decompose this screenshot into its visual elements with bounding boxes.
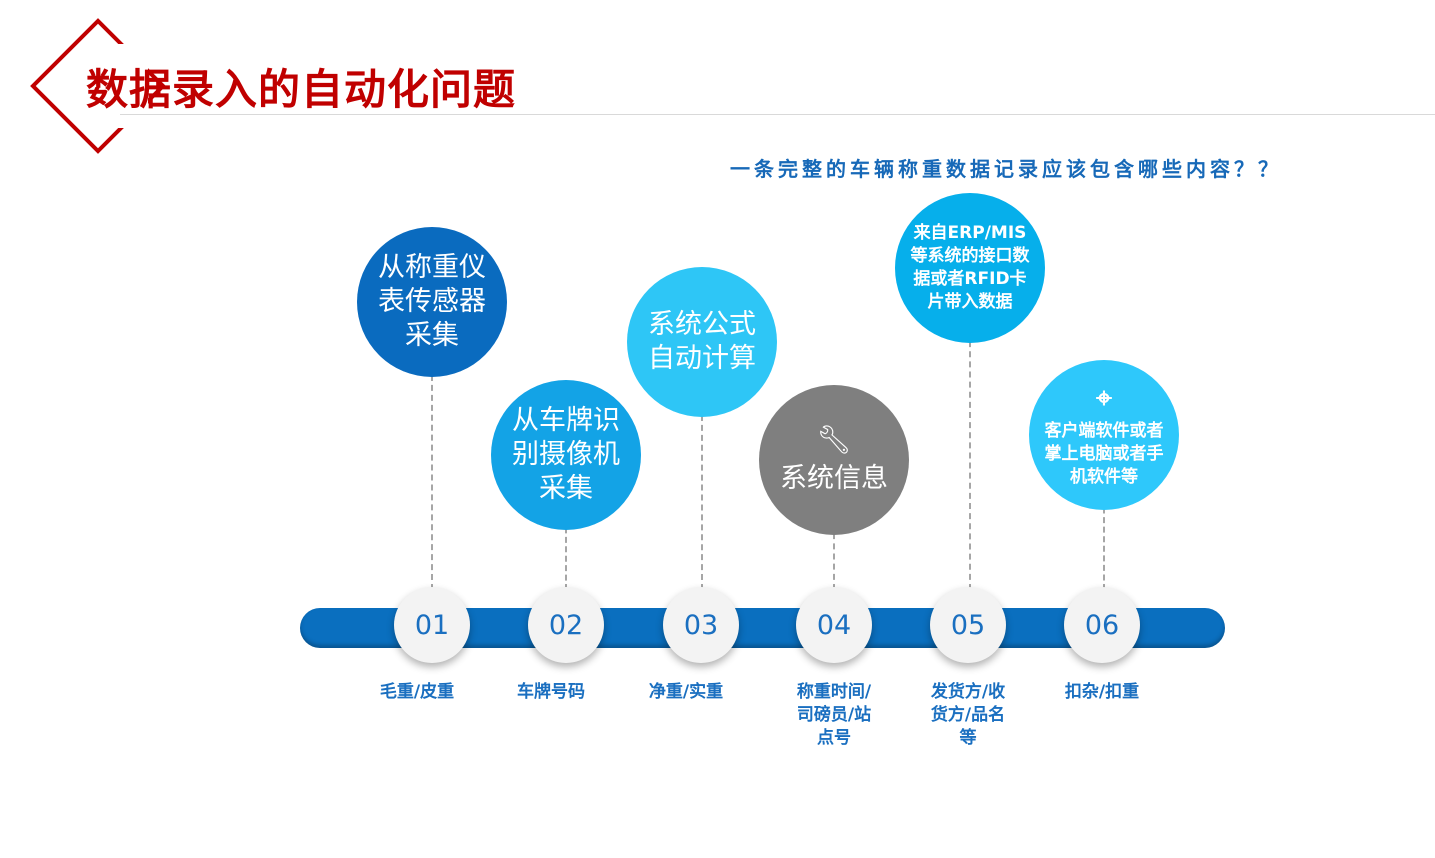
step-label: 发货方/收货方/品名等 bbox=[898, 681, 1038, 750]
source-pin: 从车牌识别摄像机采集 bbox=[491, 380, 641, 530]
source-text-line: 据或者RFID卡 bbox=[913, 269, 1027, 289]
step-label-line: 称重时间/ bbox=[796, 682, 872, 702]
source-text-line: 掌上电脑或者手 bbox=[1044, 443, 1164, 464]
source-text-line: 片带入数据 bbox=[927, 292, 1013, 312]
question-text: 一条完整的车辆称重数据记录应该包含哪些内容？？ bbox=[730, 157, 1282, 181]
source-text-line: 从称重仪 bbox=[378, 252, 486, 283]
connector-line bbox=[1103, 498, 1105, 590]
step-number-circle: 04 bbox=[796, 587, 872, 663]
source-pin: 来自ERP/MIS 等系统的接口数据或者RFID卡片带入数据 bbox=[895, 193, 1045, 343]
source-text-line: 来自ERP/MIS bbox=[913, 223, 1027, 243]
step-label-line: 扣杂/扣重 bbox=[1064, 682, 1140, 702]
step-number-circle: 01 bbox=[394, 587, 470, 663]
source-pin: 从称重仪表传感器采集 bbox=[357, 227, 507, 377]
step-label-line: 司磅员/站 bbox=[796, 705, 872, 725]
source-text-line: 别摄像机 bbox=[512, 439, 620, 470]
connector-line bbox=[969, 331, 971, 590]
source-text-line: 从车牌识 bbox=[512, 405, 620, 436]
connector-line bbox=[833, 523, 835, 590]
title-divider bbox=[120, 114, 1435, 115]
step-label: 净重/实重 bbox=[616, 681, 756, 704]
step-label-line: 车牌号码 bbox=[517, 682, 585, 702]
step-label: 毛重/皮重 bbox=[347, 681, 487, 704]
step-number-circle: 03 bbox=[663, 587, 739, 663]
step-number-circle: 02 bbox=[528, 587, 604, 663]
step-label-line: 货方/品名 bbox=[930, 705, 1006, 725]
source-text-line: 机软件等 bbox=[1070, 466, 1138, 487]
connector-line bbox=[565, 518, 567, 590]
source-text-line: 系统信息 bbox=[780, 463, 888, 494]
source-text-line: 表传感器 bbox=[378, 286, 486, 317]
step-number-circle: 05 bbox=[930, 587, 1006, 663]
source-text-line: 采集 bbox=[405, 320, 459, 351]
target-icon: ⌖ bbox=[1096, 380, 1112, 414]
wrench-icon: 🔧︎ bbox=[816, 423, 852, 456]
source-pin: ⌖ 客户端软件或者掌上电脑或者手机软件等 bbox=[1029, 360, 1179, 510]
step-label: 称重时间/司磅员/站点号 bbox=[764, 681, 904, 750]
source-pin: 系统公式自动计算 bbox=[627, 267, 777, 417]
page-title: 数据录入的自动化问题 bbox=[86, 65, 517, 114]
connector-line bbox=[701, 405, 703, 590]
source-text-line: 客户端软件或者 bbox=[1044, 420, 1164, 441]
step-label-line: 点号 bbox=[817, 728, 851, 748]
step-label: 扣杂/扣重 bbox=[1032, 681, 1172, 704]
source-text-line: 系统公式 bbox=[648, 309, 756, 340]
step-label: 车牌号码 bbox=[481, 681, 621, 704]
source-text-line: 等系统的接口数 bbox=[910, 246, 1030, 266]
connector-line bbox=[431, 365, 433, 590]
step-label-line: 净重/实重 bbox=[648, 682, 724, 702]
step-label-line: 发货方/收 bbox=[930, 682, 1006, 702]
source-text-line: 采集 bbox=[539, 473, 593, 504]
source-text-line: 自动计算 bbox=[648, 343, 756, 374]
step-label-line: 等 bbox=[959, 728, 977, 748]
step-number-circle: 06 bbox=[1064, 587, 1140, 663]
step-label-line: 毛重/皮重 bbox=[379, 682, 455, 702]
source-pin: 🔧︎ 系统信息 bbox=[759, 385, 909, 535]
